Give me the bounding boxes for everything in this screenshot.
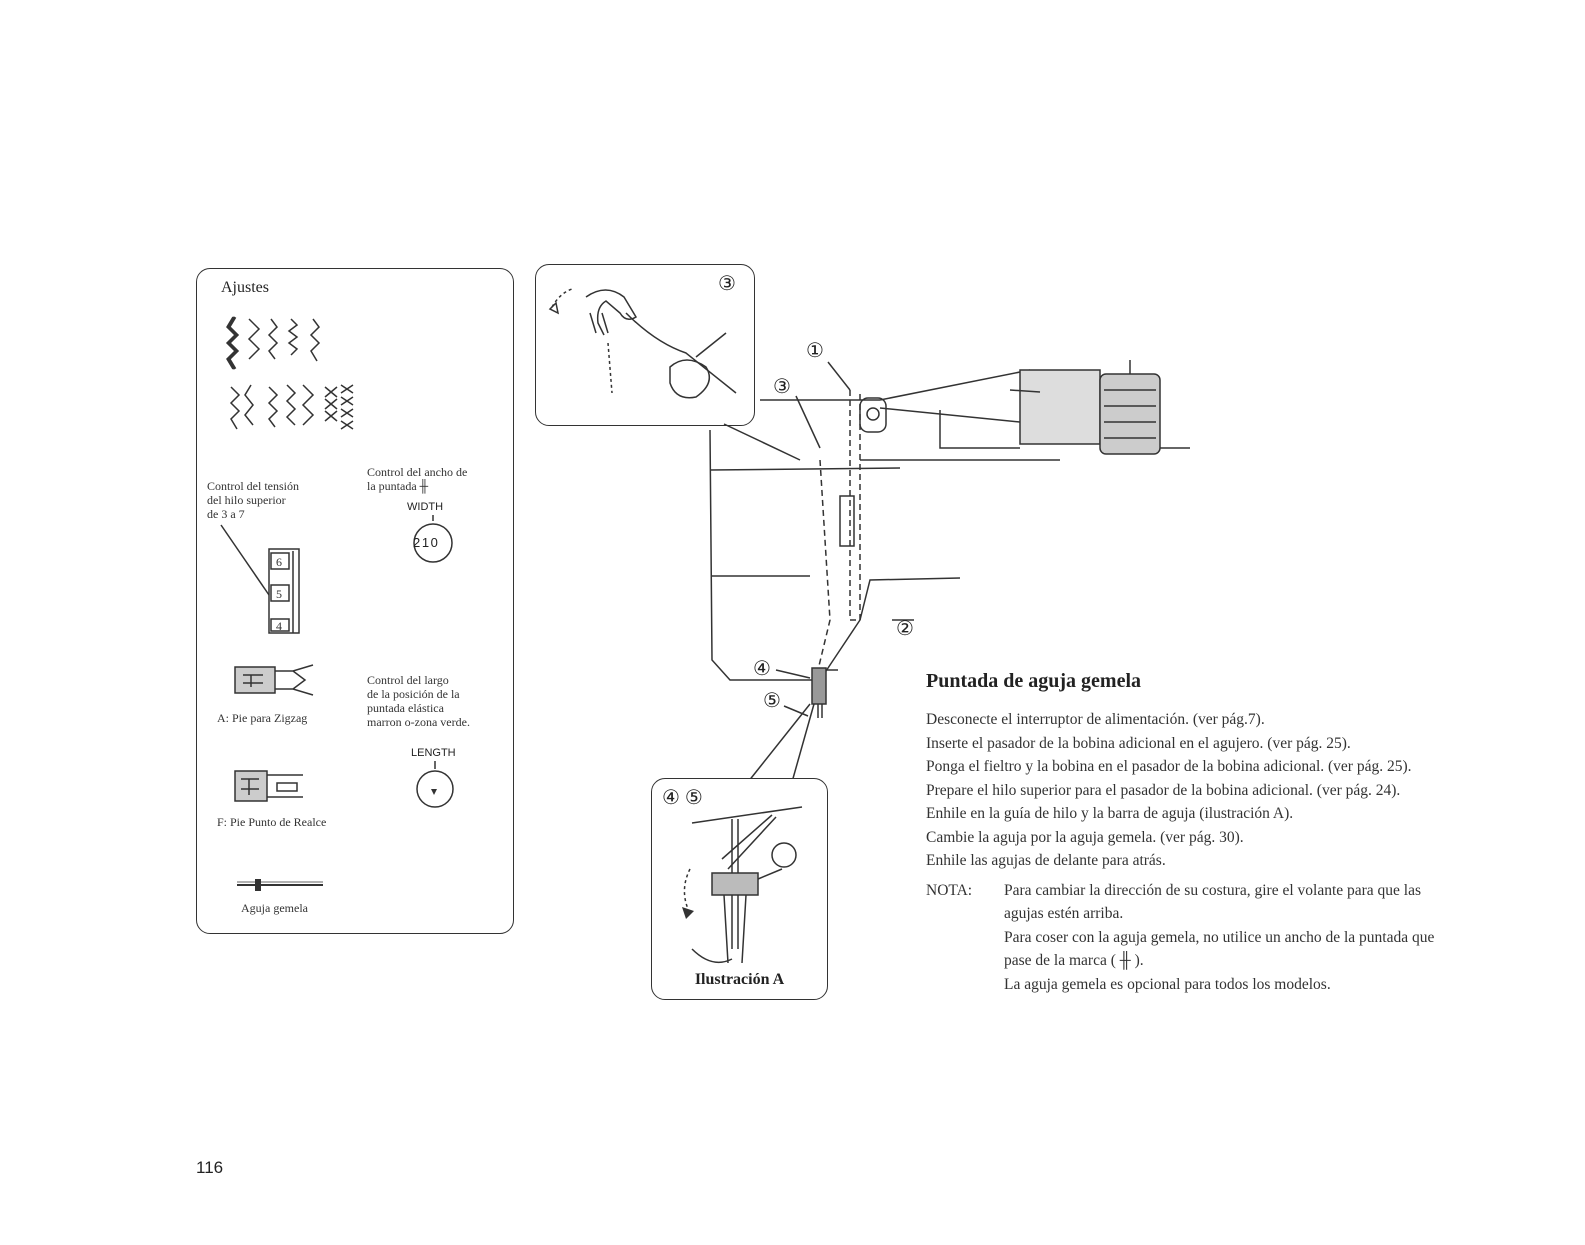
note-line: La aguja gemela es opcional para todos l…	[1004, 975, 1331, 993]
instruction-step: Cambie la aguja por la aguja gemela. (ve…	[926, 828, 1244, 846]
callout-4-5: ④ ⑤	[662, 787, 703, 809]
length-control-label: Control del largo de la posición de la p…	[367, 673, 470, 729]
note-line: Para cambiar la dirección de su costura,…	[1004, 881, 1422, 899]
tension-dial-illustration	[220, 524, 300, 634]
tension-digit-5: 5	[276, 587, 282, 601]
twin-needle-label: Aguja gemela	[241, 901, 308, 915]
foot-f-label: F: Pie Punto de Realce	[217, 815, 327, 829]
note-line: agujas estén arriba.	[1004, 905, 1124, 922]
foot-a-label: A: Pie para Zigzag	[217, 711, 308, 725]
needle-bar-threading-illustration	[682, 806, 803, 964]
width-dial-icon	[413, 515, 453, 563]
stitch-patterns-illustration	[225, 316, 354, 430]
width-dial-word: WIDTH	[407, 501, 444, 513]
tension-digit-6: 6	[276, 555, 282, 569]
instruction-step: Enhile en la guía de hilo y la barra de …	[926, 805, 1294, 822]
tension-digit-4: 4	[276, 619, 282, 633]
twin-needle-mark-icon: ╫	[419, 479, 429, 493]
zigzag-foot-icon	[234, 664, 314, 696]
callout-3-machine: ③	[773, 376, 791, 398]
callout-2: ②	[896, 618, 914, 640]
zoom-leader-lines	[747, 703, 815, 783]
width-dial-digits: 2 1 0	[413, 535, 438, 550]
callout-5: ⑤	[763, 690, 781, 712]
length-dial-word: LENGTH	[411, 747, 456, 759]
callout-4: ④	[753, 658, 771, 680]
instruction-list: Desconecte el interruptor de alimentació…	[926, 708, 1546, 996]
width-control-label: Control del ancho de la puntada ╫	[367, 465, 468, 493]
instruction-step: Prepare el hilo superior para el pasador…	[926, 781, 1401, 799]
section-heading: Puntada de aguja gemela	[926, 670, 1141, 692]
illustration-a-caption: Ilustración A	[694, 971, 785, 988]
instruction-step: Desconecte el interruptor de alimentació…	[926, 711, 1265, 728]
instruction-step: Enhile las agujas de delante para atrás.	[926, 852, 1166, 869]
note-block: NOTA: Para cambiar la dirección de su co…	[926, 879, 1546, 997]
note-label: NOTA:	[926, 881, 973, 899]
note-line: Para coser con la aguja gemela, no utili…	[1004, 928, 1435, 946]
settings-title: Ajustes	[221, 279, 269, 296]
thread-detail-panel: ③	[535, 264, 755, 426]
callout-3-top: ③	[718, 273, 736, 295]
callout-1: ①	[806, 340, 824, 362]
twin-needle-icon	[237, 879, 323, 891]
page-number: 116	[196, 1158, 224, 1177]
tension-control-label: Control del tensión del hilo superior de…	[207, 479, 299, 521]
length-dial-icon	[416, 761, 454, 808]
instruction-step: Inserte el pasador de la bobina adiciona…	[926, 734, 1351, 752]
satin-foot-icon	[234, 770, 303, 802]
hand-threading-illustration	[548, 288, 737, 399]
instruction-step: Ponga el fieltro y la bobina en el pasad…	[926, 758, 1412, 775]
settings-panel: Ajustes Control del tensión del hilo sup…	[196, 268, 514, 934]
illustration-a-panel: ④ ⑤ Ilustración A	[651, 778, 828, 1000]
sewing-machine-threading-illustration	[709, 360, 1190, 718]
note-line: pase de la marca ( ╫ ).	[1004, 952, 1144, 969]
